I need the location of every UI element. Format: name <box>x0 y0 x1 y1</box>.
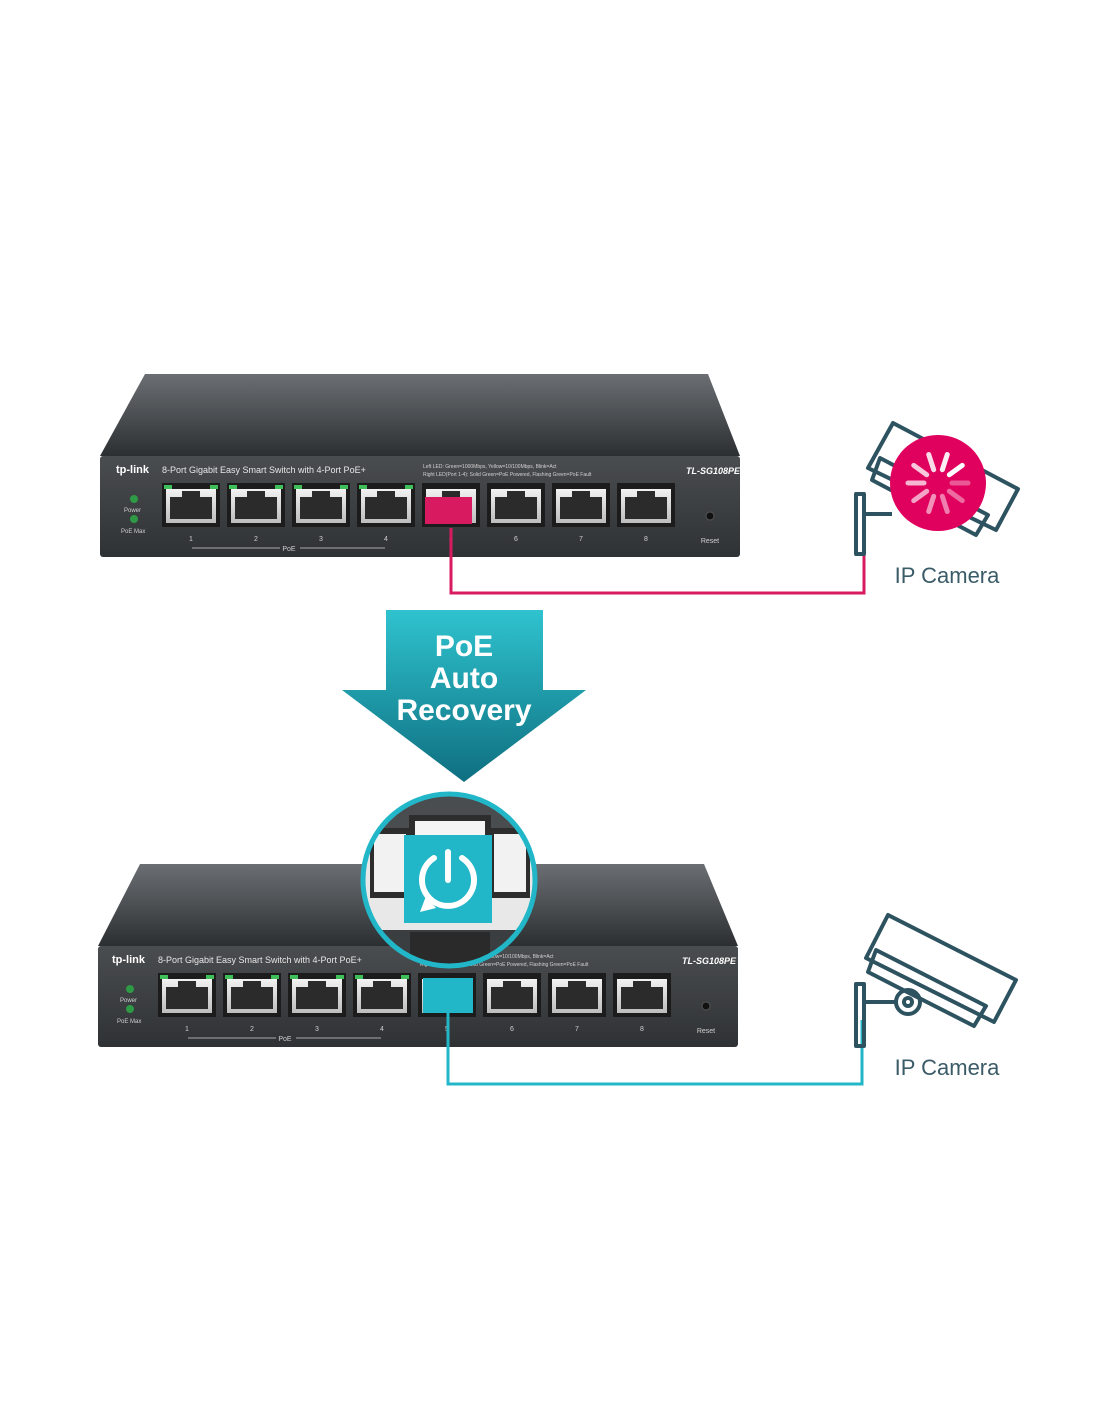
switch-top-description: 8-Port Gigabit Easy Smart Switch with 4-… <box>162 465 366 475</box>
switch-bottom-poe-max-led <box>126 1005 134 1013</box>
switch-bottom-port-label: 1 <box>185 1026 189 1033</box>
switch-top-front-panel <box>100 456 740 557</box>
port-zoom-bubble <box>360 791 538 969</box>
switch-bottom-description: 8-Port Gigabit Easy Smart Switch with 4-… <box>158 955 362 965</box>
switch-bottom-port-8[interactable] <box>613 973 671 1017</box>
switch-top-port-label: 1 <box>189 536 193 543</box>
switch-top-poe-max-led <box>130 515 138 523</box>
switch-top-led-note-1: Left LED: Green=1000Mbps, Yellow=10/100M… <box>423 464 557 470</box>
ip-camera-bottom-label: IP Camera <box>895 1055 1001 1080</box>
switch-bottom-port-label: 7 <box>575 1026 579 1033</box>
fault-cable <box>449 528 866 595</box>
switch-bottom-port-label: 2 <box>250 1026 254 1033</box>
switch-top-chassis-top <box>100 374 740 456</box>
switch-bottom-led-note-2: Right LED(Port 1-4): Solid Green=PoE Pow… <box>420 962 589 968</box>
switch-top-port-6[interactable] <box>487 483 545 527</box>
switch-bottom-brand: tp-link <box>112 954 146 966</box>
switch-top-port-4[interactable] <box>357 483 415 527</box>
switch-top-reset-button[interactable] <box>705 511 715 521</box>
switch-top-port-8[interactable] <box>617 483 675 527</box>
switch-bottom-port-7[interactable] <box>548 973 606 1017</box>
switch-top-port-2-led <box>229 485 237 489</box>
switch-bottom-port-4[interactable] <box>353 973 411 1017</box>
switch-top-power-label: Power <box>124 508 141 514</box>
fault-port-highlight <box>425 497 472 524</box>
switch-bottom-port-1-led <box>160 975 168 979</box>
switch-bottom-power-led <box>126 985 134 993</box>
switch-bottom-port-2-led <box>225 975 233 979</box>
switch-bottom-reset-button[interactable] <box>701 1001 711 1011</box>
switch-top-port-4-led <box>359 485 367 489</box>
switch-bottom-port-6[interactable] <box>483 973 541 1017</box>
switch-bottom-port-2[interactable] <box>223 973 281 1017</box>
switch-top-port-3-led <box>294 485 302 489</box>
arrow-line-1: PoE <box>435 630 493 663</box>
arrow-line-2: Auto <box>430 662 498 695</box>
switch-top-brand: tp-link <box>116 464 150 476</box>
switch-top-port-label: 7 <box>579 536 583 543</box>
switch-bottom-port-1[interactable] <box>158 973 216 1017</box>
switch-top-port-2[interactable] <box>227 483 285 527</box>
switch-top-led-note-2: Right LED(Port 1-4): Solid Green=PoE Pow… <box>423 472 592 478</box>
loading-spinner-icon <box>890 435 986 531</box>
switch-top-reset-label: Reset <box>701 538 719 545</box>
switch-top-port-label: 3 <box>319 536 323 543</box>
switch-top-port-3[interactable] <box>292 483 350 527</box>
poe-auto-recovery-arrow: PoE Auto Recovery <box>342 610 586 782</box>
recovered-cable <box>446 1013 864 1086</box>
recovered-port-highlight <box>423 978 473 1013</box>
switch-top-poe-group-label: PoE <box>282 546 296 553</box>
switch-bottom-poe-max-label: PoE Max <box>117 1019 141 1025</box>
power-restart-icon <box>404 835 492 923</box>
switch-bottom-power-label: Power <box>120 998 137 1004</box>
switch-top: tp-link 8-Port Gigabit Easy Smart Switch… <box>100 374 741 557</box>
switch-top-port-label: 2 <box>254 536 258 543</box>
switch-bottom-port-label: 6 <box>510 1026 514 1033</box>
switch-top-port-1-led <box>164 485 172 489</box>
ip-camera-icon <box>854 913 1018 1048</box>
switch-bottom-port-3-led <box>290 975 298 979</box>
switch-bottom-port-label: 8 <box>640 1026 644 1033</box>
switch-bottom-poe-group-label: PoE <box>278 1036 292 1043</box>
switch-top-port-label: 6 <box>514 536 518 543</box>
ip-camera-top-label: IP Camera <box>895 563 1001 588</box>
switch-bottom-model: TL-SG108PE <box>682 956 737 966</box>
switch-top-port-label: 8 <box>644 536 648 543</box>
arrow-line-3: Recovery <box>396 694 531 727</box>
switch-top-port-label: 4 <box>384 536 388 543</box>
switch-bottom-port-3[interactable] <box>288 973 346 1017</box>
switch-top-port-1[interactable] <box>162 483 220 527</box>
ip-camera-bottom <box>854 913 1018 1048</box>
switch-bottom-port-label: 4 <box>380 1026 384 1033</box>
switch-bottom-port-4-led <box>355 975 363 979</box>
switch-bottom-port-label: 3 <box>315 1026 319 1033</box>
switch-top-poe-max-label: PoE Max <box>121 529 145 535</box>
switch-top-port-7[interactable] <box>552 483 610 527</box>
switch-top-power-led <box>130 495 138 503</box>
switch-bottom-reset-label: Reset <box>697 1028 715 1035</box>
switch-top-model: TL-SG108PE <box>686 466 741 476</box>
